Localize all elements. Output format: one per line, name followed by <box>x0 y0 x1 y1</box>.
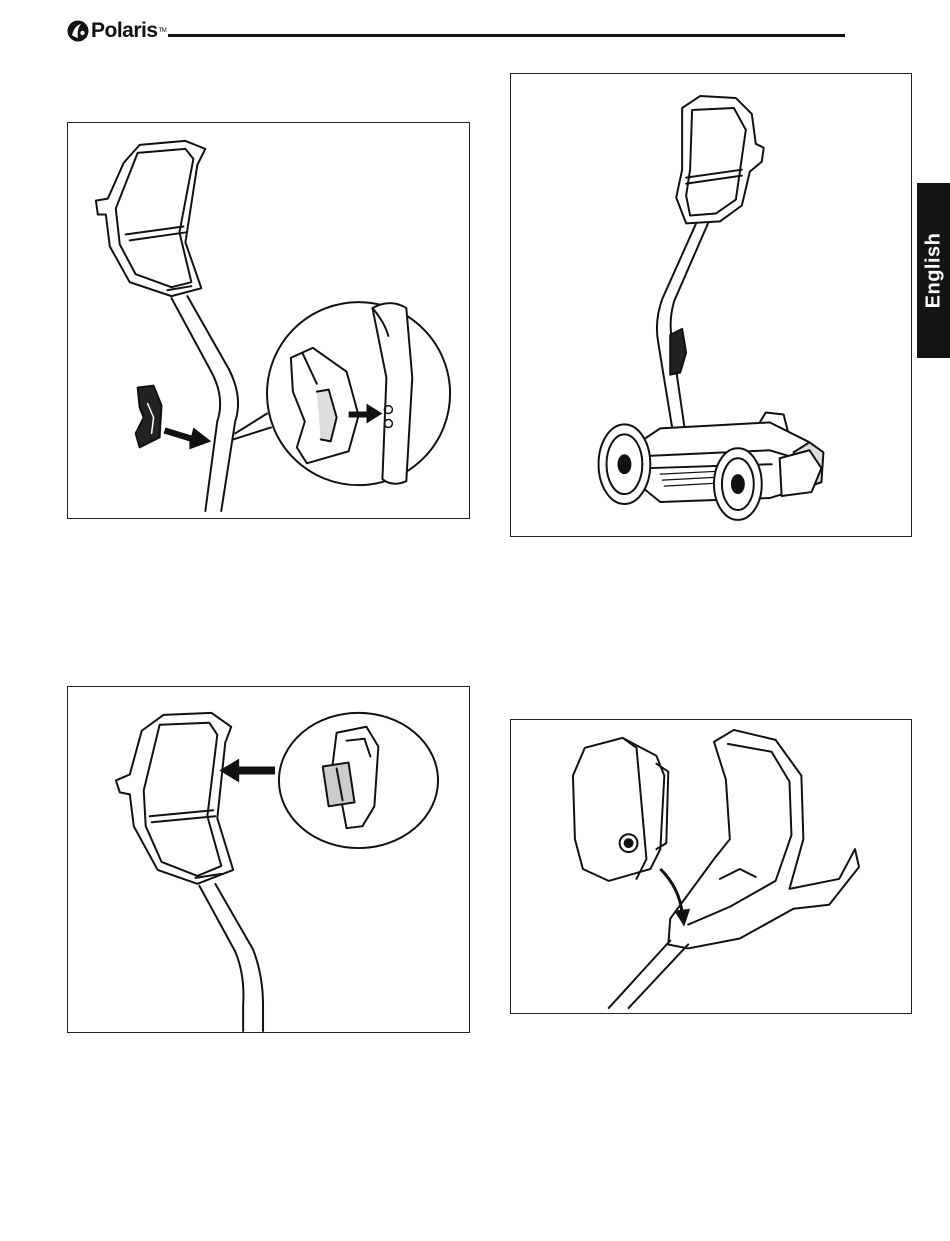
illustration-cleaner-with-handle <box>511 74 911 536</box>
figure-handle-clip-attach <box>67 122 470 519</box>
figure-remote-docking <box>510 719 912 1014</box>
polaris-logo-icon <box>66 19 90 43</box>
illustration-clip-insert <box>68 687 469 1032</box>
illustration-handle-clip <box>68 123 469 518</box>
figure-handle-clip-insert <box>67 686 470 1033</box>
brand-name: Polaris <box>91 19 158 43</box>
illustration-remote-dock <box>511 720 911 1013</box>
language-label: English <box>922 233 945 309</box>
arrow-left-icon <box>219 759 275 783</box>
brand-trademark: TM <box>159 28 167 34</box>
header-rule <box>168 34 845 37</box>
language-tab: English <box>917 183 950 358</box>
figure-cleaner-caddy <box>510 73 912 537</box>
